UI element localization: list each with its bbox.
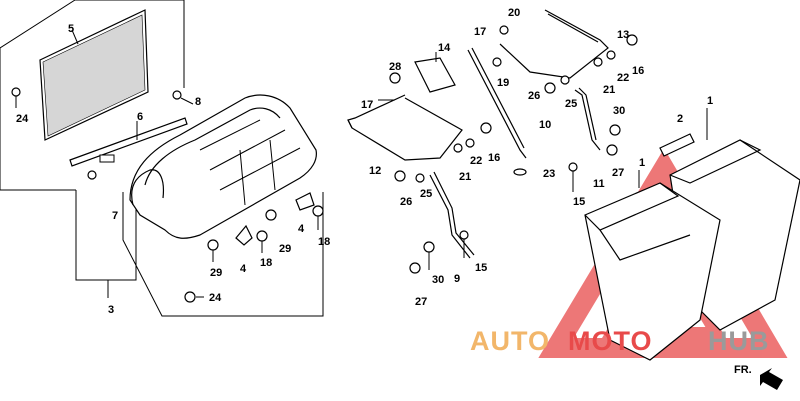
bag-cover-part — [129, 94, 317, 239]
grass-bag-part — [584, 108, 800, 361]
direction-label: FR. — [734, 364, 752, 376]
callout-label: 29 — [279, 243, 291, 255]
callout-label: 24 — [16, 113, 29, 125]
callout-label: 12 — [369, 165, 381, 177]
callout-label: 7 — [112, 210, 118, 222]
callout-label: 21 — [459, 171, 471, 183]
callout-label: 3 — [108, 304, 114, 316]
callout-label: 11 — [593, 178, 605, 190]
callout-label: 13 — [617, 29, 629, 41]
watermark-part1: AUTO — [470, 326, 550, 356]
callout-label: 19 — [497, 77, 509, 89]
callout-label: 29 — [210, 267, 222, 279]
group-frame — [0, 0, 324, 317]
callout-label: 22 — [617, 72, 629, 84]
hinge-strip-part — [69, 117, 188, 167]
callout-label: 1 — [707, 95, 713, 107]
mesh-screen-part — [39, 9, 149, 141]
tube-part-2 — [659, 133, 695, 157]
callout-label: 28 — [389, 61, 401, 73]
callout-label: 2 — [677, 113, 683, 125]
callout-label: 6 — [137, 111, 143, 123]
watermark-part3: HUB — [708, 326, 770, 356]
callout-label: 20 — [508, 7, 520, 19]
callout-label: 15 — [573, 196, 585, 208]
left-hardware — [11, 87, 324, 303]
callout-label: 26 — [528, 90, 540, 102]
callout-label: 30 — [613, 105, 625, 117]
front-direction-arrow: FR. — [734, 364, 783, 390]
callout-label: 27 — [415, 296, 427, 308]
callout-label: 10 — [539, 119, 551, 131]
callout-label: 18 — [260, 257, 272, 269]
callout-label: 16 — [632, 65, 644, 77]
fastener-8 — [172, 90, 182, 100]
watermark-text: AUTO MOTO HUB — [470, 326, 770, 356]
watermark-part2: MOTO — [568, 326, 653, 356]
callout-label: 17 — [474, 26, 486, 38]
callout-label: 1 — [639, 157, 645, 169]
callout-label: 4 — [298, 223, 305, 235]
callout-label: 24 — [209, 292, 222, 304]
callout-label: 14 — [438, 42, 451, 54]
callout-label: 17 — [361, 99, 373, 111]
callout-label: 30 — [432, 274, 444, 286]
callout-label: 23 — [543, 168, 555, 180]
callout-label: 27 — [612, 167, 624, 179]
callout-label: 4 — [240, 263, 247, 275]
callout-label: 9 — [454, 273, 460, 285]
callout-label: 26 — [400, 196, 412, 208]
callout-label: 8 — [195, 96, 201, 108]
callout-label: 22 — [470, 155, 482, 167]
callout-label: 15 — [475, 262, 487, 274]
callout-label: 25 — [565, 98, 577, 110]
frame-parts — [347, 9, 638, 274]
callout-label: 18 — [318, 236, 330, 248]
callout-label: 5 — [68, 23, 74, 35]
callout-label: 16 — [488, 152, 500, 164]
callout-label: 25 — [420, 188, 432, 200]
callout-label: 21 — [603, 84, 615, 96]
